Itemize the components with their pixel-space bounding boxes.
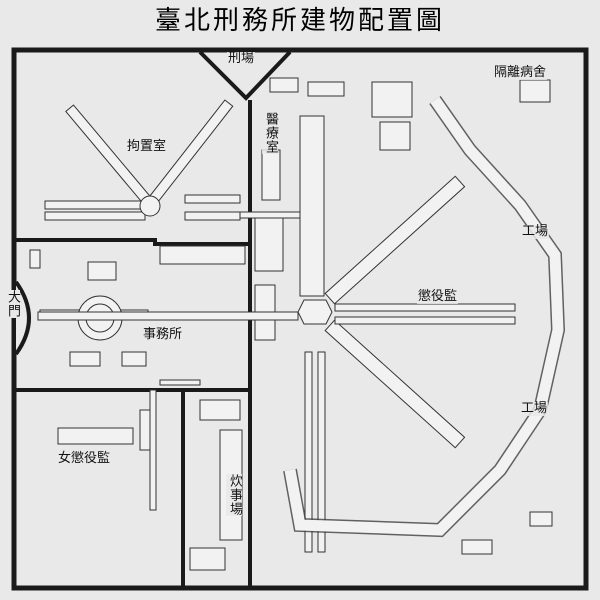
label-workshop-upper: 工場 (521, 224, 550, 239)
detention-wings (44, 99, 241, 221)
main-cellblocks (297, 115, 516, 553)
outer-wall (11, 47, 589, 591)
label-penal-labor-prison: 懲役監 (417, 289, 459, 304)
label-office: 事務所 (142, 327, 184, 342)
label-detention-room: 拘置室 (126, 139, 168, 154)
label-execution-ground: 刑場 (227, 51, 256, 66)
internal-walls (16, 50, 292, 586)
label-main-gate: 大門 (4, 290, 20, 318)
label-medical-room: 醫療室 (262, 112, 278, 154)
label-women-penal-prison: 女懲役監 (57, 451, 112, 466)
workshop-ring (283, 95, 566, 538)
corridors (37, 211, 301, 511)
label-isolation-ward: 隔離病舍 (493, 65, 548, 80)
map-title: 臺北刑務所建物配置圖 (154, 6, 445, 36)
label-kitchen: 炊事場 (226, 474, 242, 516)
label-workshop-lower: 工場 (520, 401, 549, 416)
